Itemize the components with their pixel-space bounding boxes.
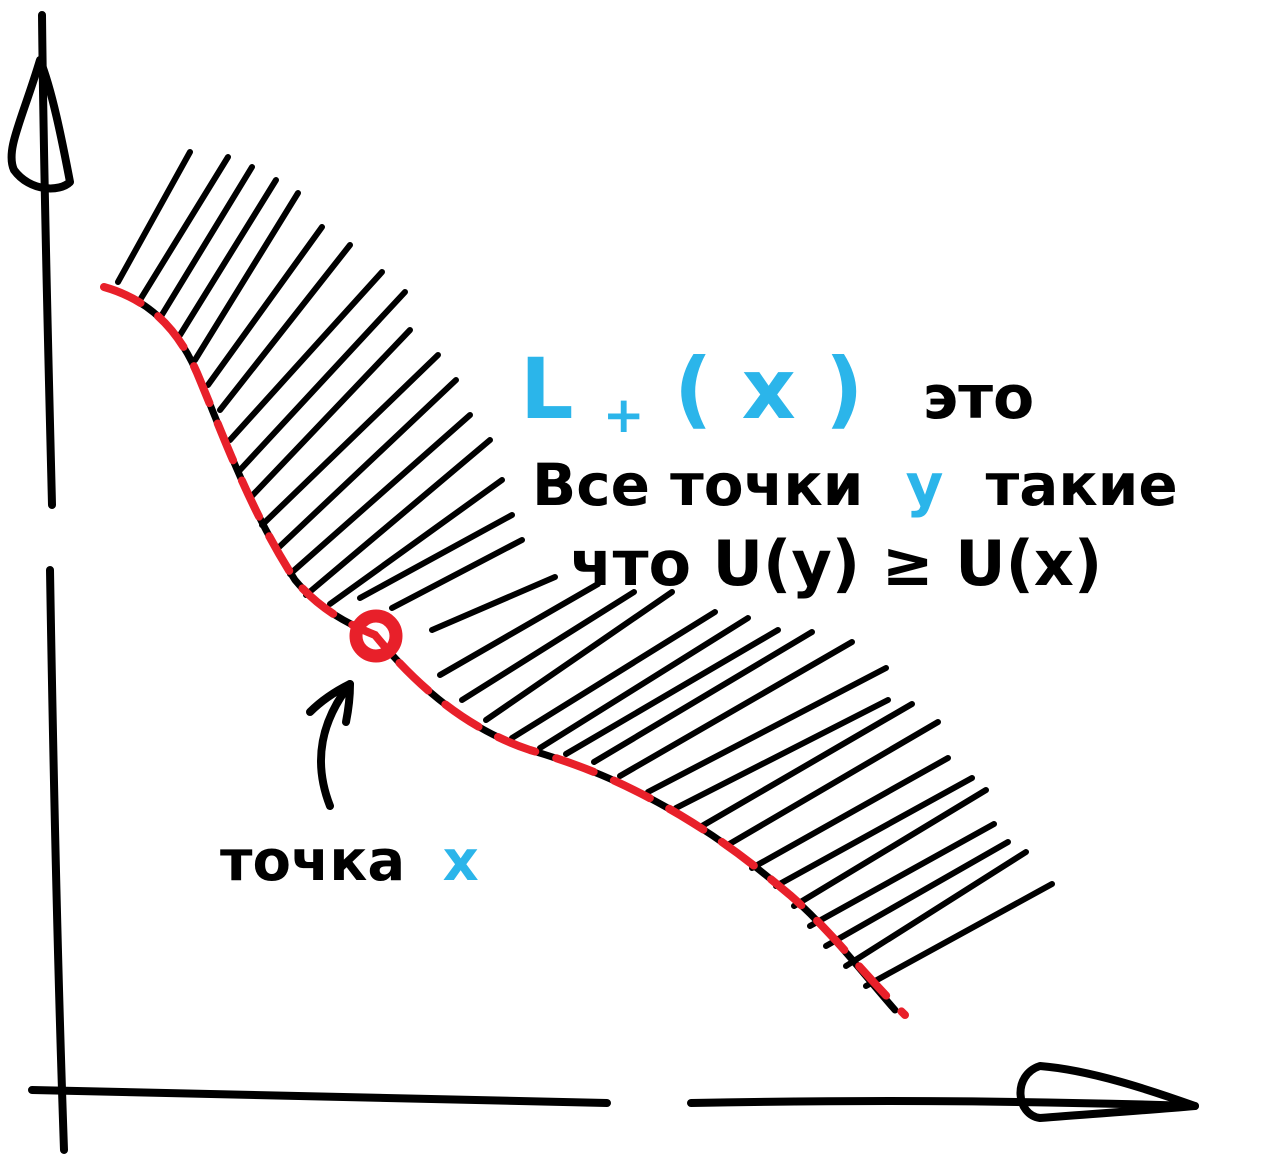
set-definition-line-1: L + ( x ) это xyxy=(520,340,1034,452)
hatch-line xyxy=(227,269,385,443)
set-paren-open: ( xyxy=(674,340,712,438)
y-axis-upper-stroke xyxy=(38,11,56,509)
point-x-circle xyxy=(349,609,403,663)
point-label: точка x xyxy=(220,829,479,894)
set-definition-line-3: что U(у) ≥ U(x) xyxy=(570,527,1102,600)
hatch-line xyxy=(217,242,353,413)
x-axis xyxy=(28,1062,1199,1122)
x-axis-right-stroke xyxy=(687,1097,1199,1110)
hatch-line xyxy=(563,627,781,757)
hatch-line xyxy=(591,629,815,765)
hatch-line xyxy=(791,787,989,909)
hatch-line xyxy=(273,377,459,553)
hatch-line xyxy=(389,537,525,611)
line2-end: такие xyxy=(986,451,1178,519)
x-axis-left-stroke xyxy=(28,1086,611,1107)
set-subscript: + xyxy=(603,386,645,444)
upper-contour-hatching xyxy=(115,149,1055,989)
hatch-line xyxy=(237,289,408,473)
hatch-line xyxy=(192,190,301,363)
hatch-line xyxy=(437,581,601,678)
hatch-line xyxy=(773,775,975,889)
hatch-line xyxy=(823,839,1011,949)
hatch-line xyxy=(723,719,941,849)
hatch-line xyxy=(157,164,255,321)
set-definition-line-2: Все точки у такие xyxy=(532,451,1178,519)
line2-start: Все точки xyxy=(532,451,863,519)
hatch-line xyxy=(459,589,637,703)
point-pointer-arrow xyxy=(306,680,354,810)
hatch-line xyxy=(247,327,413,501)
hatch-line xyxy=(749,755,951,871)
hatch-line xyxy=(645,665,889,795)
set-paren-close: ) xyxy=(825,340,863,438)
point-x-marker xyxy=(349,609,403,663)
hatch-line xyxy=(177,177,279,338)
point-label-text: точка xyxy=(220,829,405,894)
hatch-line xyxy=(863,881,1055,989)
set-var: x xyxy=(742,340,796,438)
hatch-line xyxy=(137,154,231,303)
hatch-line xyxy=(357,512,515,601)
hatch-line xyxy=(303,437,493,598)
hatch-line xyxy=(115,149,193,285)
x-axis-arrowhead-icon xyxy=(1016,1062,1199,1122)
hatch-line xyxy=(287,412,473,577)
hatch-line xyxy=(537,615,751,751)
hatch-line xyxy=(205,224,325,388)
hatch-line xyxy=(327,477,505,607)
y-axis-arrowhead-icon xyxy=(7,56,74,193)
hatch-line xyxy=(617,639,855,779)
line2-var: у xyxy=(906,451,944,519)
indifference-curve xyxy=(100,283,909,1019)
pointer-arrow-shaft xyxy=(316,680,354,810)
indifference-curve-red-dashes xyxy=(100,283,909,1019)
hatch-line xyxy=(807,821,997,929)
hatch-line xyxy=(509,609,718,741)
hatch-line xyxy=(483,589,675,723)
hatch-line xyxy=(259,352,441,528)
hatch-line xyxy=(843,849,1029,969)
hatch-line xyxy=(673,697,891,811)
y-axis-lower-stroke xyxy=(46,566,68,1154)
y-axis xyxy=(7,11,74,1154)
hatch-line xyxy=(699,701,915,829)
point-label-var: x xyxy=(443,829,479,894)
hatch-line xyxy=(429,574,558,633)
set-definition-word: это xyxy=(923,363,1035,433)
pointer-arrowhead-icon xyxy=(306,680,354,726)
set-symbol: L xyxy=(520,340,574,438)
